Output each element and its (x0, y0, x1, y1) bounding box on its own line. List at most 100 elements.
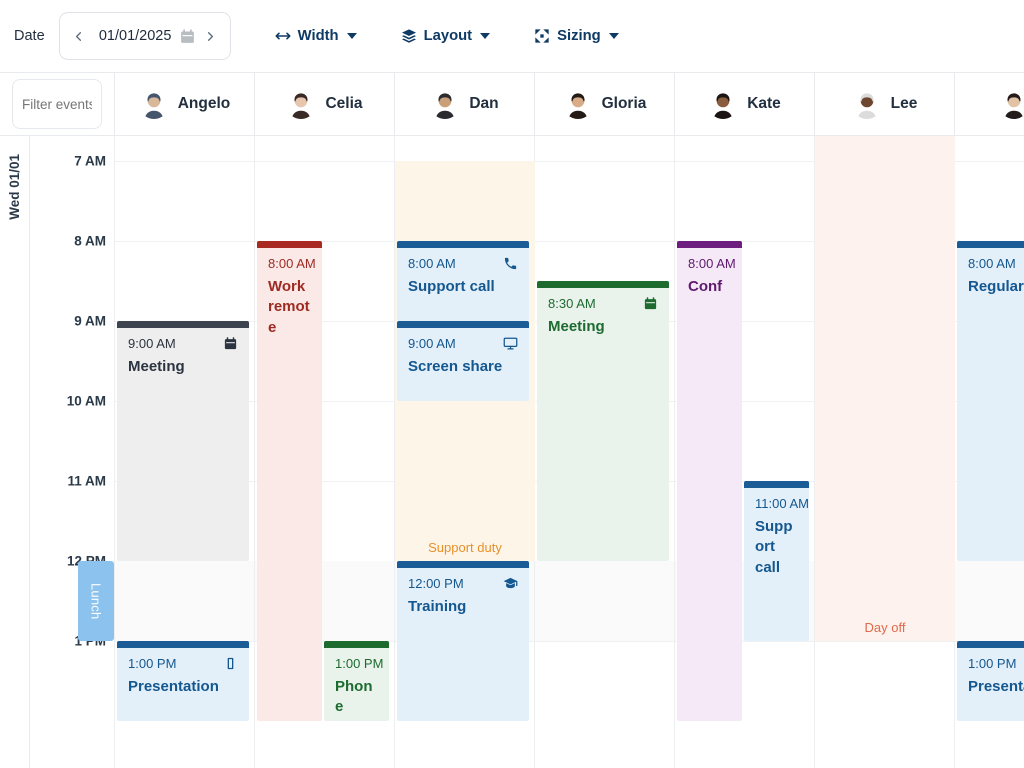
event-title: Presentation (128, 678, 219, 695)
event-time: 8:00 AM (268, 256, 316, 271)
layout-button[interactable]: Layout (401, 28, 491, 44)
resource-header-lee[interactable]: Lee (815, 73, 955, 135)
avatar-kate (708, 89, 739, 119)
resource-column-angelo[interactable] (115, 136, 255, 768)
event-support-call[interactable]: 8:00 AM Support call (397, 241, 529, 321)
event-meeting[interactable]: 9:00 AM Meeting (117, 321, 249, 561)
event-work-remote[interactable]: 8:00 AM Work remote (257, 241, 322, 721)
arrows-horizontal-icon (275, 28, 291, 44)
sizing-button-label: Sizing (557, 28, 601, 44)
chevron-down-icon (480, 33, 491, 39)
event-color-bar (397, 321, 529, 328)
event-title: Screen share (408, 358, 503, 375)
event-time: 9:00 AM (408, 336, 456, 351)
event-title: Meeting (128, 358, 185, 375)
event-time: 8:00 AM (408, 256, 456, 271)
event-color-bar (117, 321, 249, 328)
resource-header-gloria[interactable]: Gloria (535, 73, 675, 135)
resource-header-row: Angelo Celia Dan Gloria Kate Lee M (0, 73, 1024, 136)
event-presentation[interactable]: 1:00 PM Presentation (957, 641, 1024, 721)
chevron-left-icon[interactable] (66, 23, 92, 49)
event-color-bar (324, 641, 389, 648)
event-color-bar (957, 241, 1024, 248)
resource-name: Kate (747, 95, 781, 112)
grid-hour-line (115, 241, 1024, 242)
calendar-icon (643, 296, 658, 311)
resource-column-celia[interactable] (255, 136, 395, 768)
event-time: 1:00 PM (968, 656, 1017, 671)
avatar-lee (851, 89, 882, 119)
date-picker[interactable]: 01/01/2025 (58, 12, 231, 60)
day-label: Wed 01/01 (7, 154, 22, 220)
day-label-column: Wed 01/01 (0, 136, 30, 768)
event-color-bar (397, 241, 529, 248)
event-color-bar (957, 641, 1024, 648)
event-color-bar (677, 241, 742, 248)
event-title: Presentation (968, 678, 1024, 695)
sizing-button[interactable]: Sizing (534, 28, 619, 44)
lunch-marker-label: Lunch (88, 582, 104, 620)
event-title: Conf (688, 278, 723, 295)
event-color-bar (257, 241, 322, 248)
background-block-label: Day off (864, 620, 906, 635)
resource-name: Dan (469, 95, 499, 112)
filter-input[interactable] (12, 79, 102, 129)
width-button-label: Width (297, 28, 339, 44)
resource-header-dan[interactable]: Dan (395, 73, 535, 135)
event-time: 8:00 AM (968, 256, 1016, 271)
event-time: 9:00 AM (128, 336, 176, 351)
event-time: 1:00 PM (128, 656, 177, 671)
avatar-m (998, 89, 1024, 119)
event-title: Regular (968, 278, 1024, 295)
chevron-down-icon (608, 33, 619, 39)
event-presentation[interactable]: 1:00 PM Presentation (117, 641, 249, 721)
resource-header-angelo[interactable]: Angelo (115, 73, 255, 135)
avatar-dan (430, 89, 461, 119)
date-value[interactable]: 01/01/2025 (98, 28, 172, 44)
phone-icon (503, 256, 518, 271)
background-block-day-off: Day off (815, 136, 955, 641)
resource-header-celia[interactable]: Celia (255, 73, 395, 135)
resource-header-kate[interactable]: Kate (675, 73, 815, 135)
book-icon (223, 656, 238, 671)
event-color-bar (744, 481, 809, 488)
event-color-bar (397, 561, 529, 568)
resource-column-gloria[interactable] (535, 136, 675, 768)
width-button[interactable]: Width (275, 28, 357, 44)
resource-name: Celia (325, 95, 363, 112)
layers-icon (401, 28, 417, 44)
event-color-bar (117, 641, 249, 648)
event-title: Support call (408, 278, 495, 295)
calendar-icon[interactable] (179, 28, 196, 45)
expand-arrows-icon (534, 28, 550, 44)
resource-column-kate[interactable] (675, 136, 815, 768)
event-time: 11:00 AM (755, 496, 809, 511)
event-support-call[interactable]: 11:00 AM Support call (744, 481, 809, 641)
background-block-label: Support duty (428, 540, 502, 555)
time-tick: 7 AM (74, 153, 106, 169)
filter-cell (0, 73, 115, 135)
avatar-angelo (138, 89, 169, 119)
event-title: Support call (755, 518, 793, 576)
toolbar: Date 01/01/2025 Width Layout Sizing (0, 0, 1024, 73)
event-screen-share[interactable]: 9:00 AM Screen share (397, 321, 529, 401)
event-title: Work remote (268, 278, 310, 336)
event-color-bar (537, 281, 669, 288)
avatar-gloria (562, 89, 593, 119)
chevron-right-icon[interactable] (198, 23, 224, 49)
avatar-celia (286, 89, 317, 119)
resource-name: Lee (890, 95, 918, 112)
resource-header-m[interactable]: M (955, 73, 1024, 135)
grid-hour-line (115, 641, 1024, 642)
monitor-icon (503, 336, 518, 351)
resource-name: Angelo (177, 95, 231, 112)
event-title: Training (408, 598, 467, 615)
event-title: Phone (335, 678, 373, 716)
event-regular[interactable]: 8:00 AM Regular (957, 241, 1024, 561)
